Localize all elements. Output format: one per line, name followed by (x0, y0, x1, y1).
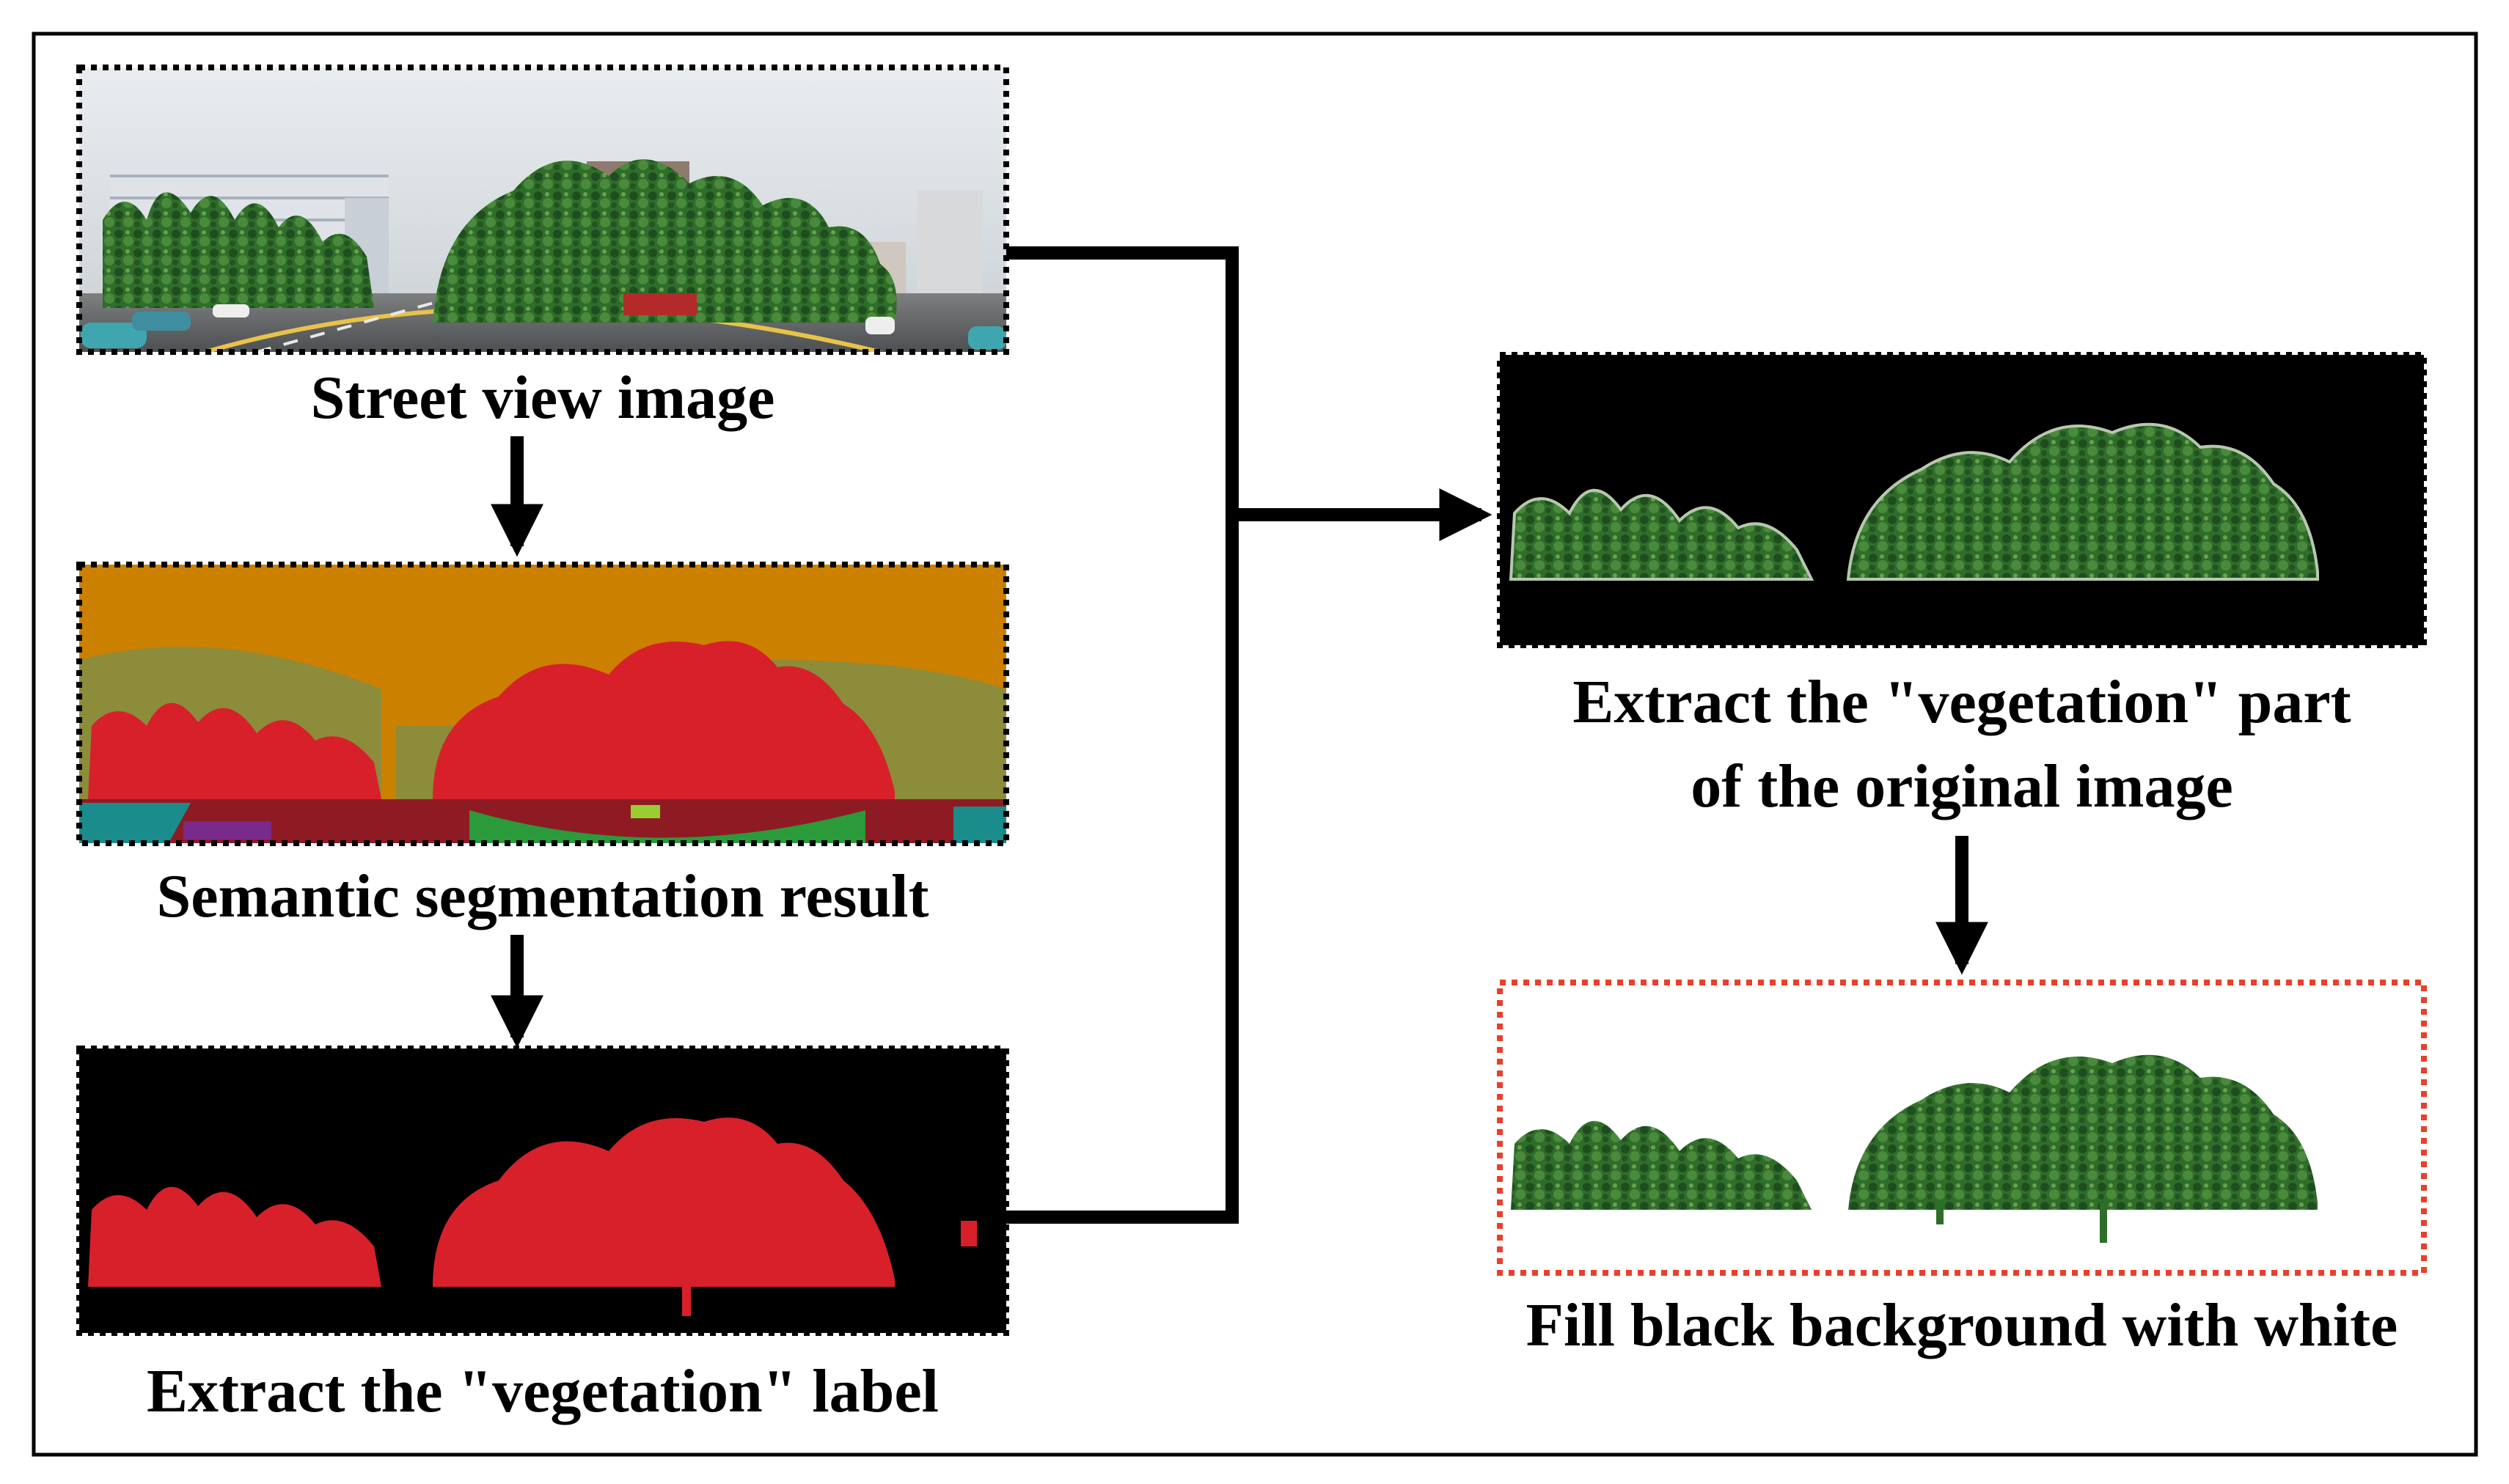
fill-white-panel (1497, 980, 2427, 1276)
street-view-caption: Street view image (311, 364, 775, 432)
fill-white-border (1497, 980, 2427, 1276)
segmentation-panel (76, 562, 1009, 846)
vegetation-label-panel (76, 1046, 1009, 1336)
street-view-panel (76, 65, 1009, 355)
vegetation-part-image (1500, 355, 2424, 645)
vegetation-label-border (76, 1046, 1009, 1336)
vegetation-part-border (1497, 352, 2427, 648)
vegetation-part-panel (1497, 352, 2427, 648)
fill-white-caption: Fill black background with white (1526, 1291, 2398, 1359)
vegetation-part-caption-line1: Extract the "vegetation" part (1572, 668, 2351, 736)
street-view-image (79, 67, 1006, 352)
outer-frame (32, 32, 2478, 1457)
segmentation-caption: Semantic segmentation result (157, 862, 929, 930)
vegetation-label-image (79, 1048, 1006, 1333)
segmentation-image (79, 565, 1006, 843)
vegetation-label-caption: Extract the "vegetation" label (147, 1357, 939, 1425)
street-view-border (76, 65, 1009, 355)
fill-white-image (1500, 982, 2424, 1273)
merge-connector (1006, 246, 1239, 1224)
segmentation-border (76, 562, 1009, 846)
vegetation-part-caption-line2: of the original image (1691, 752, 2233, 820)
